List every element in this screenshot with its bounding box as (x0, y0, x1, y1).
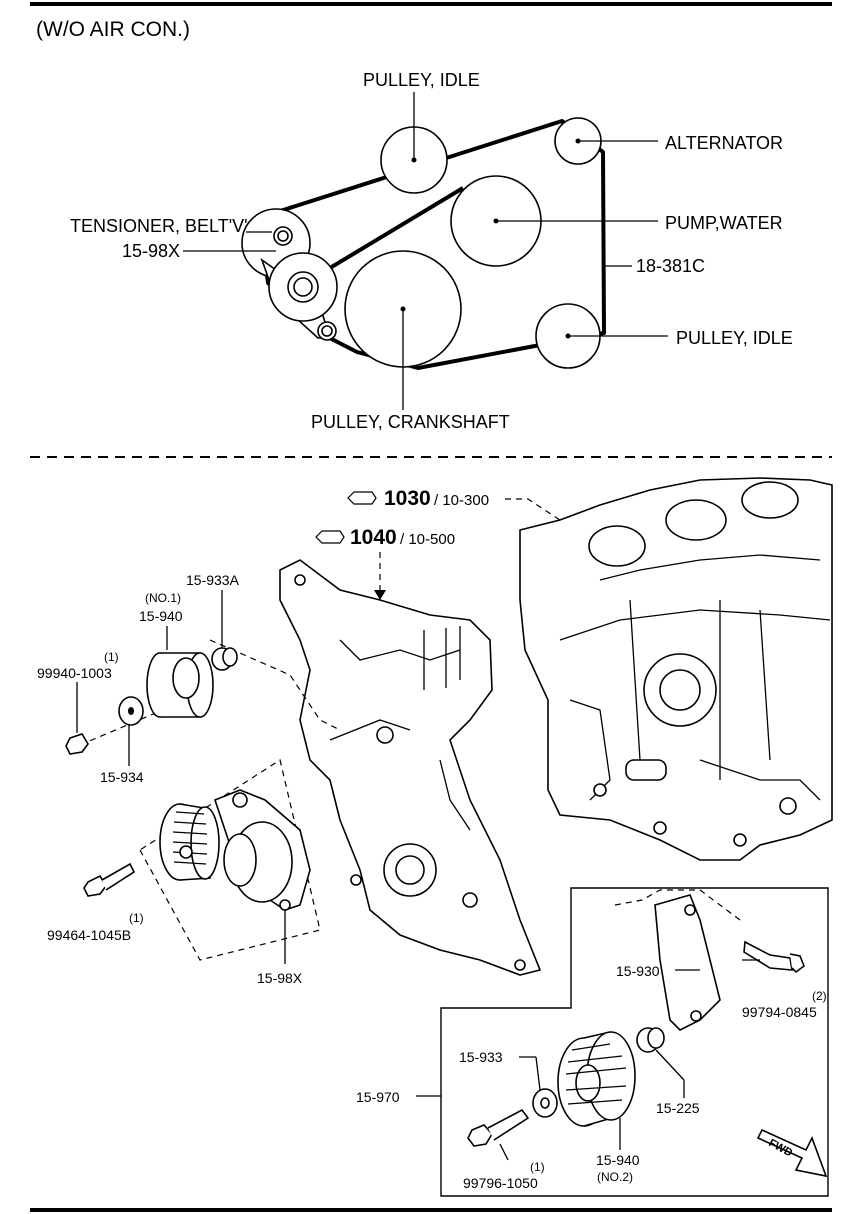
label-no1: (NO.1) (145, 591, 181, 605)
label-99464-1045B: 99464-1045B (47, 927, 131, 943)
bolt-99940-1003 (65, 733, 89, 755)
label-99796-1050: 99796-1050 (463, 1175, 538, 1191)
bolt-99796-1050 (467, 1108, 530, 1147)
bolt-99794-0845 (743, 940, 805, 974)
spacer-15-225 (636, 1027, 665, 1053)
bracket-15-930 (654, 894, 721, 1031)
label-15-970: 15-970 (356, 1089, 400, 1105)
ref-1040-code: / 10-500 (400, 531, 455, 548)
part-labels: 15-933A (NO.1) 15-940 (1) 99940-1003 15-… (37, 572, 827, 1191)
label-15-940: 15-940 (139, 608, 183, 624)
label-15-940-no2: 15-940 (596, 1152, 640, 1168)
idler-pulley-no2 (557, 1031, 636, 1127)
label-tensioner-code: 15-98X (122, 241, 180, 261)
fwd-label: FWD (767, 1137, 795, 1159)
label-pulley-idle-right: PULLEY, IDLE (676, 328, 793, 348)
label-15-934: 15-934 (100, 769, 144, 785)
bolt-99464-1045B (83, 862, 136, 897)
belt-tensioner (241, 208, 338, 341)
reference-callouts: 1030 / 10-300 1040 / 10-500 (315, 487, 573, 600)
engine-block (519, 477, 833, 861)
label-99794-0845: 99794-0845 (742, 1004, 817, 1020)
label-water-pump: PUMP,WATER (665, 213, 783, 233)
label-pulley-idle-top: PULLEY, IDLE (363, 70, 480, 90)
tensioner-pulley (159, 803, 220, 881)
belt-routing-diagram: PULLEY, IDLE ALTERNATOR TENSIONER, BELT'… (70, 70, 793, 432)
timing-chain-cover (279, 559, 542, 976)
label-15-933A: 15-933A (186, 572, 240, 588)
label-no2: (NO.2) (597, 1170, 633, 1184)
bottom-rule (30, 1208, 832, 1212)
label-15-930: 15-930 (616, 963, 660, 979)
idler-pulley-no1 (146, 652, 214, 718)
belt-tensioner-assembly (83, 759, 321, 964)
label-15-98X: 15-98X (257, 970, 303, 986)
idler-pulley-no2-box (416, 887, 829, 1197)
diagram-title: (W/O AIR CON.) (36, 18, 190, 41)
top-rule (30, 2, 832, 6)
label-tensioner: TENSIONER, BELT'V' (70, 216, 248, 236)
label-qty1-a: (1) (104, 650, 119, 664)
label-alternator: ALTERNATOR (665, 133, 783, 153)
label-qty1-b: (1) (129, 911, 144, 925)
ref-1030-code: / 10-300 (434, 492, 489, 509)
label-qty1-c: (1) (530, 1160, 545, 1174)
label-99940-1003: 99940-1003 (37, 665, 112, 681)
ref-1040-number: 1040 (350, 526, 397, 549)
spacer-15-933A (211, 647, 238, 671)
ref-1040-icon (315, 530, 345, 544)
label-crankshaft: PULLEY, CRANKSHAFT (311, 412, 510, 432)
ref-1030-number: 1030 (384, 487, 431, 510)
washer-15-934 (118, 696, 144, 726)
label-15-225: 15-225 (656, 1100, 700, 1116)
forward-direction-arrow: FWD (756, 1128, 828, 1178)
idler-pulley-no1-group (65, 590, 341, 766)
label-belt-code: 18-381C (636, 256, 705, 276)
tensioner-body (214, 789, 311, 911)
label-15-933: 15-933 (459, 1049, 503, 1065)
ref-1030-icon (347, 491, 377, 505)
washer-15-933 (532, 1088, 558, 1118)
label-qty2: (2) (812, 989, 827, 1003)
